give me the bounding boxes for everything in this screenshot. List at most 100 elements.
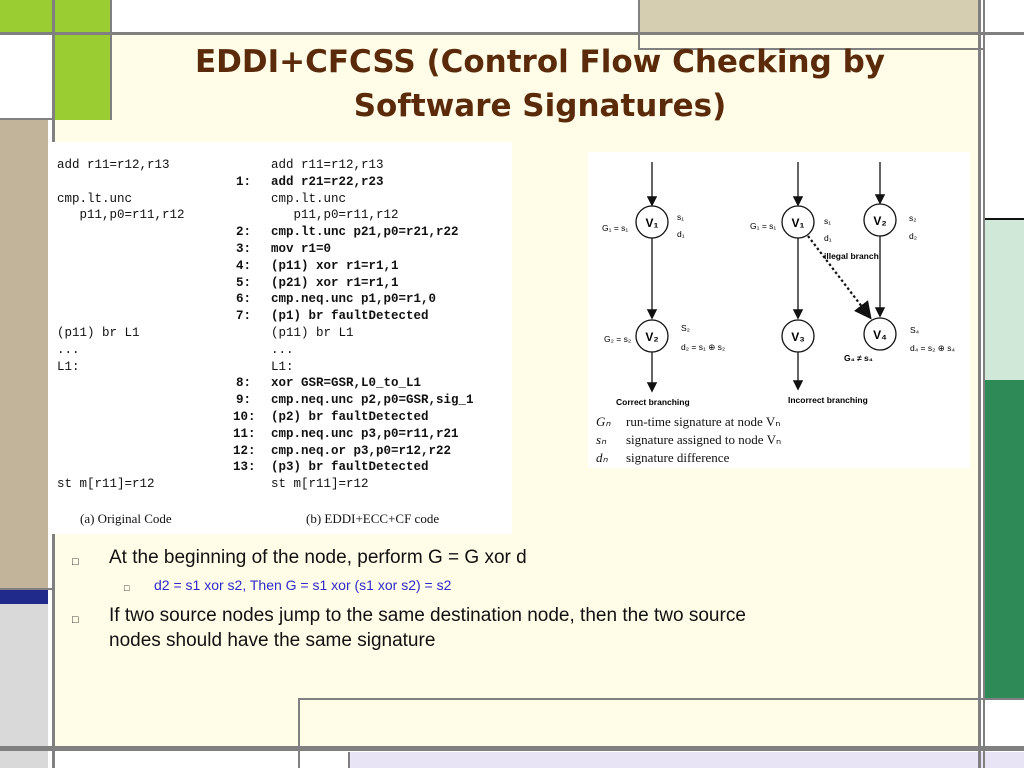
frame-block-navy [0,590,48,604]
d1-right-label: d₁ [824,233,832,243]
frame-line [298,698,300,768]
frame-line [0,746,1024,751]
original-code-line: add r11=r12,r13 [57,158,170,172]
node-v4-right [863,317,897,351]
bullet-1-text: At the beginning of the node, perform G … [109,547,527,568]
frame-line [110,0,112,120]
bullet-2-line-1: If two source nodes jump to the same des… [109,605,746,626]
frame-line [638,0,640,50]
code-line-number: 4: [236,258,252,273]
frame-line [640,48,984,50]
code-line-number: 11: [233,426,256,441]
caption-incorrect-branching: Incorrect branching [788,395,868,405]
transformed-code-line: cmp.neq.unc p1,p0=r1,0 [271,292,437,307]
code-line-number: 6: [236,292,252,307]
frame-line [348,752,350,768]
frame-block-lime-top [0,0,110,32]
original-code-line: cmp.lt.unc [57,191,133,206]
frame-block-lime [55,34,110,120]
frame-block-tan [0,120,48,590]
legend-symbol: dₙ [596,450,608,465]
frame-line [0,32,1024,35]
d2-left-label: d₂ = s₁ ⊕ s₂ [681,342,725,352]
g1-right-label: G₁ = s₁ [750,221,776,231]
frame-line [978,0,981,768]
transformed-code-line: (p3) br faultDetected [271,460,429,475]
transformed-code-line: cmp.lt.unc [271,191,347,206]
transformed-code-line: L1: [271,359,294,374]
transformed-code-line: (p2) br faultDetected [271,410,429,424]
transformed-code-line: add r21=r22,r23 [271,174,384,189]
legend-item: dₙ signature difference [596,450,729,466]
legend-symbol: Gₙ [596,414,611,429]
s1-left-label: s₁ [677,212,684,222]
cfcss-diagram: V₁ G₁ = s₁ s₁ d₁ V₂ G₂ = s₂ S₂ d₂ = s₁ ⊕… [588,152,970,468]
frame-block-lightgray [0,604,48,768]
node-v4-right-label: V₄ [873,328,887,342]
transformed-code-line: cmp.neq.unc p3,p0=r11,r21 [271,426,459,441]
s4-right-label: S₄ [910,325,920,335]
transformed-code-line: mov r1=0 [271,242,332,256]
g2-left-label: G₂ = s₂ [604,334,631,344]
code-line-number: 8: [236,376,252,391]
slide-title: EDDI+CFCSS (Control Flow Checking by Sof… [110,40,970,128]
code-figure: (a) Original Code (b) EDDI+ECC+CF code a… [52,142,512,534]
frame-line [983,0,985,768]
sub-bullet-1-text: d2 = s1 xor s2, Then G = s1 xor (s1 xor … [154,577,452,593]
s1-right-label: s₁ [824,216,831,226]
frame-block-mint [985,220,1024,380]
transformed-code-line: cmp.neq.unc p2,p0=GSR,sig_1 [271,393,474,408]
node-v2-right-label: V₂ [873,214,886,228]
node-v3-right-label: V₃ [791,330,805,344]
frame-line [298,698,1024,700]
code-line-number: 12: [233,443,256,458]
transformed-code-line: add r11=r12,r13 [271,158,384,172]
node-v1-left-label: V₁ [646,216,659,230]
frame-line [0,118,55,120]
transformed-code-line: (p11) br L1 [271,326,354,340]
code-line-number: 1: [236,174,252,189]
transformed-code-line: ... [271,342,294,357]
frame-line-dark [985,218,1024,220]
illegal-branch-label: illegal branch [824,251,879,261]
sub-bullet-marker: □ [124,583,130,593]
code-line-number: 7: [236,309,252,324]
transformed-code-line: (p21) xor r1=r1,1 [271,275,399,290]
illegal-branch-edge [807,235,872,320]
caption-original: (a) Original Code [80,511,172,526]
transformed-code-line: cmp.lt.unc p21,p0=r21,r22 [271,225,459,240]
transformed-code-line: p11,p0=r11,r12 [271,208,399,223]
frame-block-lavender [350,752,1024,768]
code-line-number: 5: [236,275,252,290]
original-code-line: st m[r11]=r12 [57,477,155,492]
transformed-code-line: (p11) xor r1=r1,1 [271,258,399,273]
code-line-number: 9: [236,393,252,408]
original-code-line: L1: [57,359,80,374]
frame-block-sand [640,0,980,32]
legend-text: signature difference [626,450,730,465]
legend-text: run-time signature at node Vₙ [626,414,781,429]
original-code-line: (p11) br L1 [57,326,140,340]
g1-left-label: G₁ = s₁ [602,223,628,233]
transformed-code-line: st m[r11]=r12 [271,477,369,492]
frame-block-green [985,380,1024,698]
bullet-2-text: If two source nodes jump to the same des… [109,603,746,653]
node-v1-right-label: V₁ [792,216,805,230]
d1-left-label: d₁ [677,229,685,239]
node-v2-left-label: V₂ [645,330,658,344]
legend-text: signature assigned to node Vₙ [626,432,782,447]
title-line-2: Software Signatures) [353,88,727,124]
code-line-number: 13: [233,460,256,475]
caption-correct-branching: Correct branching [616,397,690,407]
g4-right-label: G₄ ≠ s₄ [844,353,873,363]
code-line-number: 2: [236,225,252,240]
frame-line [0,588,55,590]
s2-right-label: s₂ [909,213,917,223]
code-line-number: 10: [233,410,256,424]
d4-right-label: d₄ = s₂ ⊕ s₄ [910,343,956,353]
title-line-1: EDDI+CFCSS (Control Flow Checking by [194,44,885,80]
caption-transformed: (b) EDDI+ECC+CF code [306,511,440,526]
transformed-code-line: xor GSR=GSR,L0_to_L1 [271,376,422,391]
code-line-number: 3: [236,242,252,256]
